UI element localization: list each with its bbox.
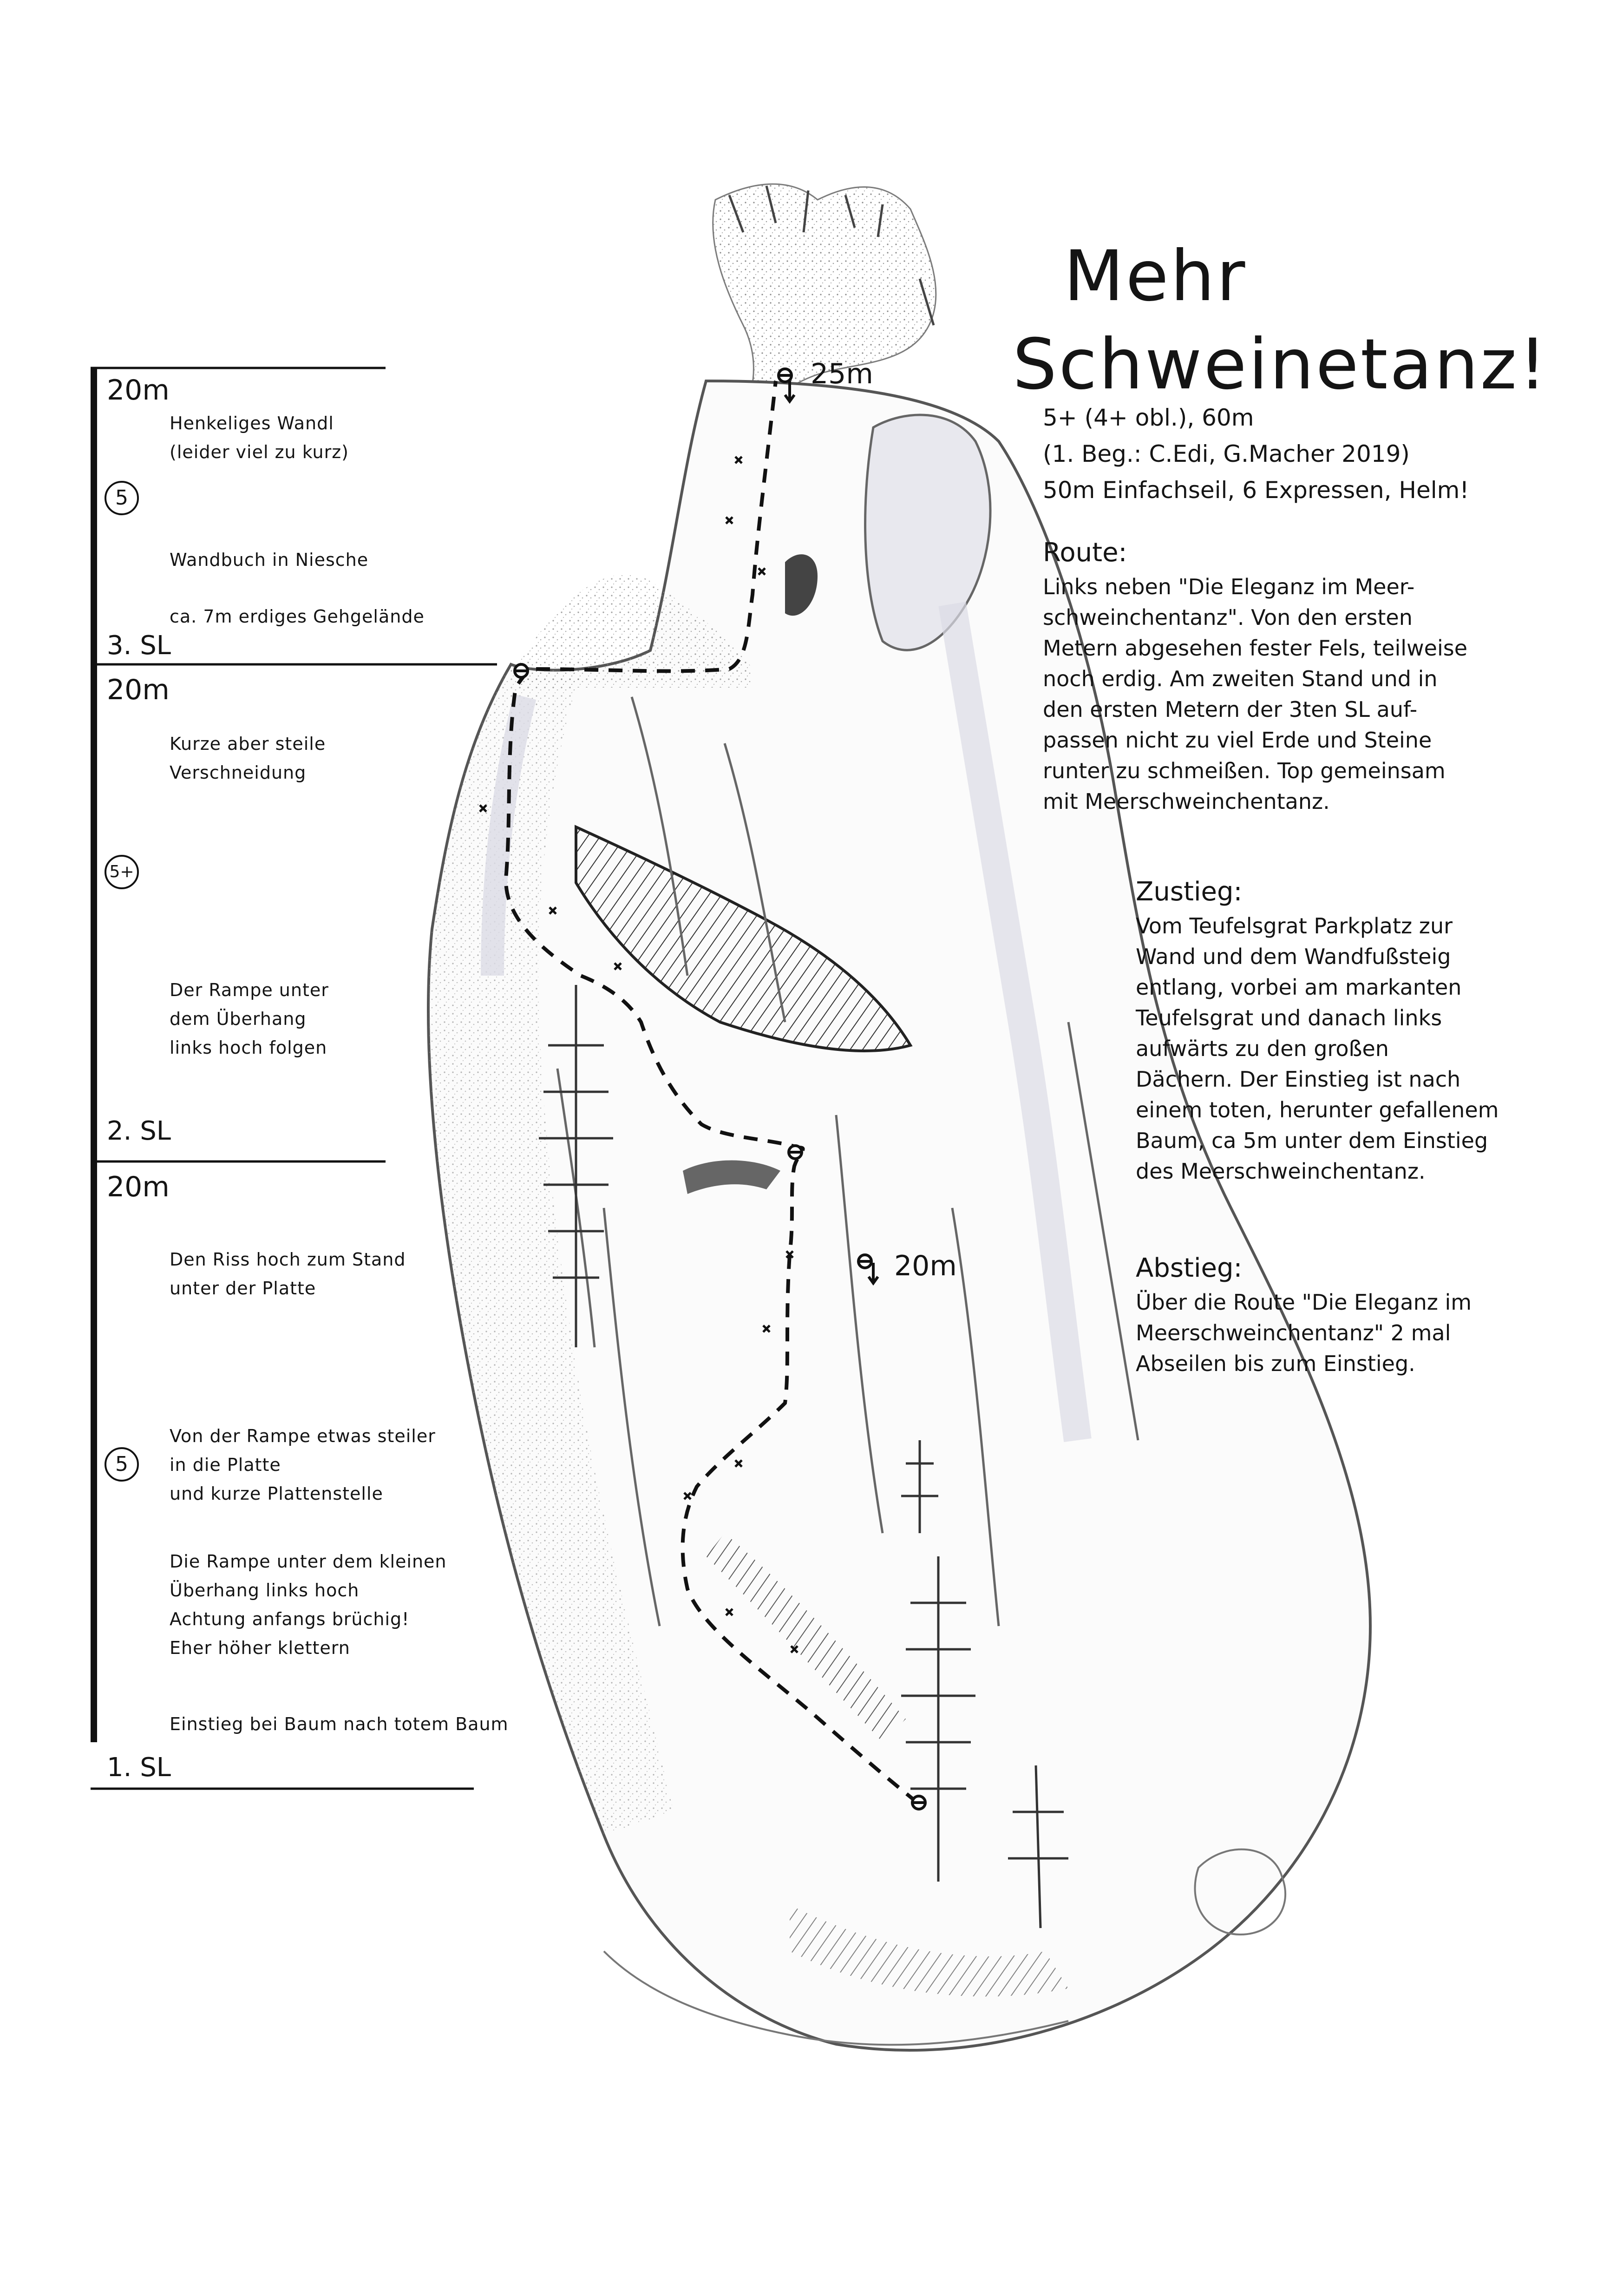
pitch-3-label: 3. SL [107,630,171,662]
gear-list: 50m Einfachseil, 6 Expressen, Helm! [1043,472,1469,508]
pitch-2-note: Verschneidung [170,758,448,787]
descent-line-3: Abseilen bis zum Einstieg. [1136,1348,1600,1379]
approach-line-4: Teufelsgrat und danach links [1136,1003,1600,1033]
approach-line-3: entlang, vorbei am markanten [1136,972,1600,1003]
pitch-3-note: Henkeliges Wandl [170,409,448,438]
approach-line-7: einem toten, herunter gefallenem [1136,1095,1600,1125]
approach-line-5: aufwärts zu den großen [1136,1033,1600,1064]
pitch-1-note: Überhang links hoch [170,1576,495,1605]
approach-description: Zustieg: Vom Teufelsgrat Parkplatz zur W… [1136,873,1600,1187]
approach-line-9: des Meerschweinchentanz. [1136,1156,1600,1187]
pitch-1-note: und kurze Plattenstelle [170,1479,495,1508]
first-ascent: (1. Beg.: C.Edi, G.Macher 2019) [1043,436,1469,472]
approach-heading: Zustieg: [1136,873,1600,911]
route-line-2: schweinchentanz". Von den ersten [1043,602,1586,633]
route-line-3: Metern abgesehen fester Fels, teilweise [1043,633,1586,663]
pitch-2-label: 2. SL [107,1115,171,1148]
route-line-8: mit Meerschweinchentanz. [1043,786,1586,817]
route-line-6: passen nicht zu viel Erde und Steine [1043,725,1586,755]
pitch-2-note: Kurze aber steile [170,729,448,758]
pitch-2-notes-a: Kurze aber steile Verschneidung [170,729,448,787]
title-line-1: Mehr [1013,232,1548,321]
grade-length: 5+ (4+ obl.), 60m [1043,400,1469,436]
pitch-1-note: in die Platte [170,1450,495,1479]
descent-heading: Abstieg: [1136,1250,1600,1287]
anchor-label-top: 25m [811,358,873,390]
approach-line-2: Wand und dem Wandfußsteig [1136,941,1600,972]
pitch-1-note: Einstieg bei Baum nach totem Baum [170,1710,523,1738]
pitch-2-note: dem Überhang [170,1004,448,1033]
pitch-1-note: Den Riss hoch zum Stand [170,1245,495,1274]
route-line-5: den ersten Metern der 3ten SL auf- [1043,694,1586,725]
route-line-1: Links neben "Die Eleganz im Meer- [1043,571,1586,602]
approach-line-8: Baum, ca 5m unter dem Einstieg [1136,1125,1600,1156]
route-summary: 5+ (4+ obl.), 60m (1. Beg.: C.Edi, G.Mac… [1043,400,1469,508]
pitch-2-note: links hoch folgen [170,1033,448,1062]
pitch-2-note: Der Rampe unter [170,976,448,1004]
pitch-2-notes-b: Der Rampe unter dem Überhang links hoch … [170,976,448,1062]
pitch-1-note: Eher höher klettern [170,1633,495,1662]
route-line-7: runter zu schmeißen. Top gemeinsam [1043,755,1586,786]
route-description: Route: Links neben "Die Eleganz im Meer-… [1043,534,1586,817]
pitch-2-grade: 5+ [105,855,139,889]
pitch-2-length: 20m [107,674,170,706]
descent-line-2: Meerschweinchentanz" 2 mal [1136,1318,1600,1348]
anchor-label-middle: 20m [894,1250,957,1282]
pitch-1-grade: 5 [105,1447,139,1482]
pitch-3-notes: Henkeliges Wandl (leider viel zu kurz) W… [170,409,448,631]
route-heading: Route: [1043,534,1586,571]
descent-description: Abstieg: Über die Route "Die Eleganz im … [1136,1250,1600,1379]
pitch-3-note: ca. 7m erdiges Gehgelände [170,602,448,631]
pitch-1-notes-b: Von der Rampe etwas steiler in die Platt… [170,1422,495,1508]
pitch-1-note: unter der Platte [170,1274,495,1303]
pitch-1-note: Achtung anfangs brüchig! [170,1605,495,1633]
approach-line-6: Dächern. Der Einstieg ist nach [1136,1064,1600,1095]
pitch-1-length: 20m [107,1171,170,1203]
descent-line-1: Über die Route "Die Eleganz im [1136,1287,1600,1318]
pitch-3-note: Wandbuch in Niesche [170,545,448,574]
route-line-4: noch erdig. Am zweiten Stand und in [1043,663,1586,694]
pitch-3-grade: 5 [105,481,139,515]
route-title: Mehr Schweinetanz! [1013,232,1548,409]
approach-line-1: Vom Teufelsgrat Parkplatz zur [1136,911,1600,941]
pitch-1-notes-d: Einstieg bei Baum nach totem Baum [170,1710,523,1738]
title-line-2: Schweinetanz! [1013,321,1548,409]
pitch-1-notes-c: Die Rampe unter dem kleinen Überhang lin… [170,1547,495,1662]
pitch-1-notes-a: Den Riss hoch zum Stand unter der Platte [170,1245,495,1303]
pitch-1-note: Von der Rampe etwas steiler [170,1422,495,1450]
pitch-3-note: (leider viel zu kurz) [170,438,448,466]
pitch-1-label: 1. SL [107,1752,171,1784]
pitch-3-length: 20m [107,374,170,407]
pitch-1-note: Die Rampe unter dem kleinen [170,1547,495,1576]
